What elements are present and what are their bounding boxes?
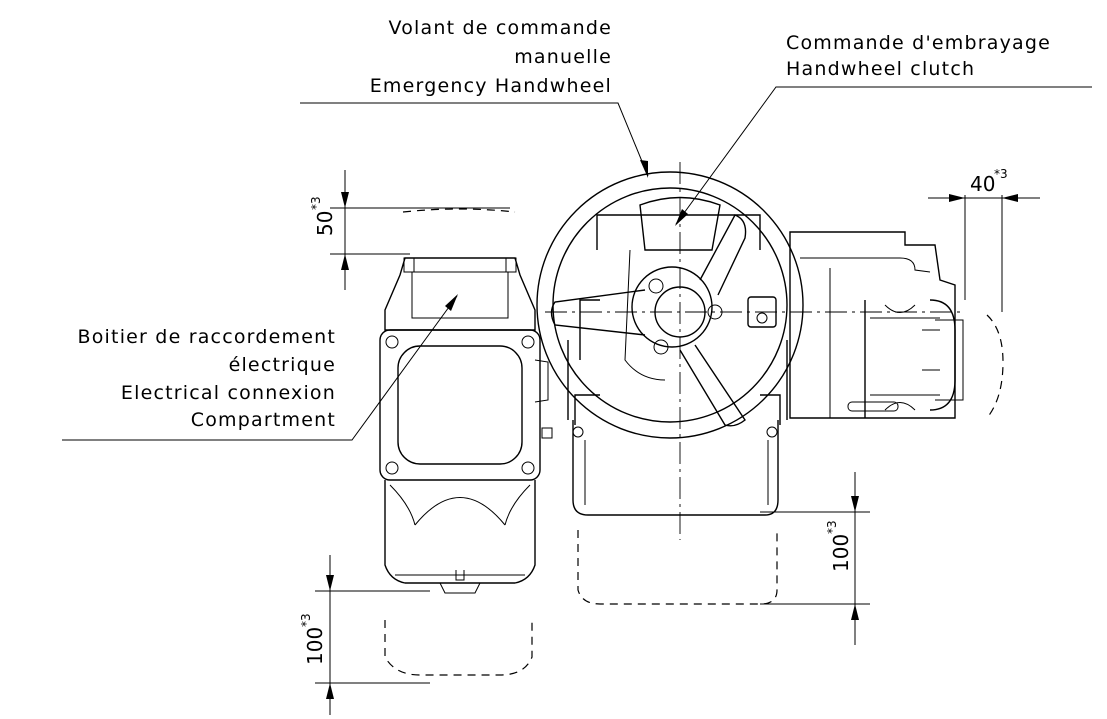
clearance-bottom-left — [384, 620, 533, 676]
clearance-top-left — [402, 208, 516, 213]
dimension-40-value: 40 — [970, 172, 995, 196]
junction-box-label: Boitier de raccordement électrique Elect… — [62, 294, 458, 441]
junction-box — [379, 257, 553, 594]
clearance-bottom-center — [577, 530, 778, 605]
dimension-40-note: *3 — [994, 167, 1008, 181]
handwheel-label-fr-1: Volant de commande — [388, 17, 612, 39]
dimension-100-center-value: 100 — [829, 534, 853, 572]
box-label-en-1: Electrical connexion — [121, 382, 336, 404]
motor-housing — [747, 231, 964, 419]
dimension-100-center: 100 *3 — [760, 472, 870, 645]
clutch-leader-arrow — [675, 209, 688, 226]
clutch-label-fr: Commande d'embrayage — [786, 32, 1051, 54]
handwheel — [536, 171, 804, 439]
dimension-50-value: 50 — [313, 211, 337, 236]
handwheel-label: Volant de commande manuelle Emergency Ha… — [300, 17, 649, 178]
handwheel-label-en: Emergency Handwheel — [370, 75, 612, 97]
dimension-100-left-note: *3 — [299, 613, 313, 627]
dimension-50: 50 *3 — [309, 170, 510, 290]
dimension-100-left-value: 100 — [303, 627, 327, 665]
clutch-label-en: Handwheel clutch — [786, 58, 975, 80]
dimension-100-left: 100 *3 — [299, 555, 430, 715]
dimension-100-center-note: *3 — [825, 520, 839, 534]
clutch-leader — [675, 86, 1092, 225]
box-label-fr-2: électrique — [229, 354, 336, 376]
dimension-50-note: *3 — [309, 196, 323, 210]
handwheel-leader — [300, 102, 649, 177]
box-label-en-2: Compartment — [191, 409, 336, 431]
clutch-label: Commande d'embrayage Handwheel clutch — [675, 32, 1092, 226]
clearance-envelopes — [384, 208, 1004, 676]
handwheel-label-fr-2: manuelle — [514, 46, 612, 68]
clearance-right — [986, 314, 1004, 419]
box-leader — [62, 295, 458, 441]
box-leader-arrow — [445, 294, 458, 311]
box-label-fr-1: Boitier de raccordement — [78, 326, 337, 348]
dimension-40: 40 *3 — [928, 167, 1040, 312]
gearbox-body — [567, 214, 788, 516]
